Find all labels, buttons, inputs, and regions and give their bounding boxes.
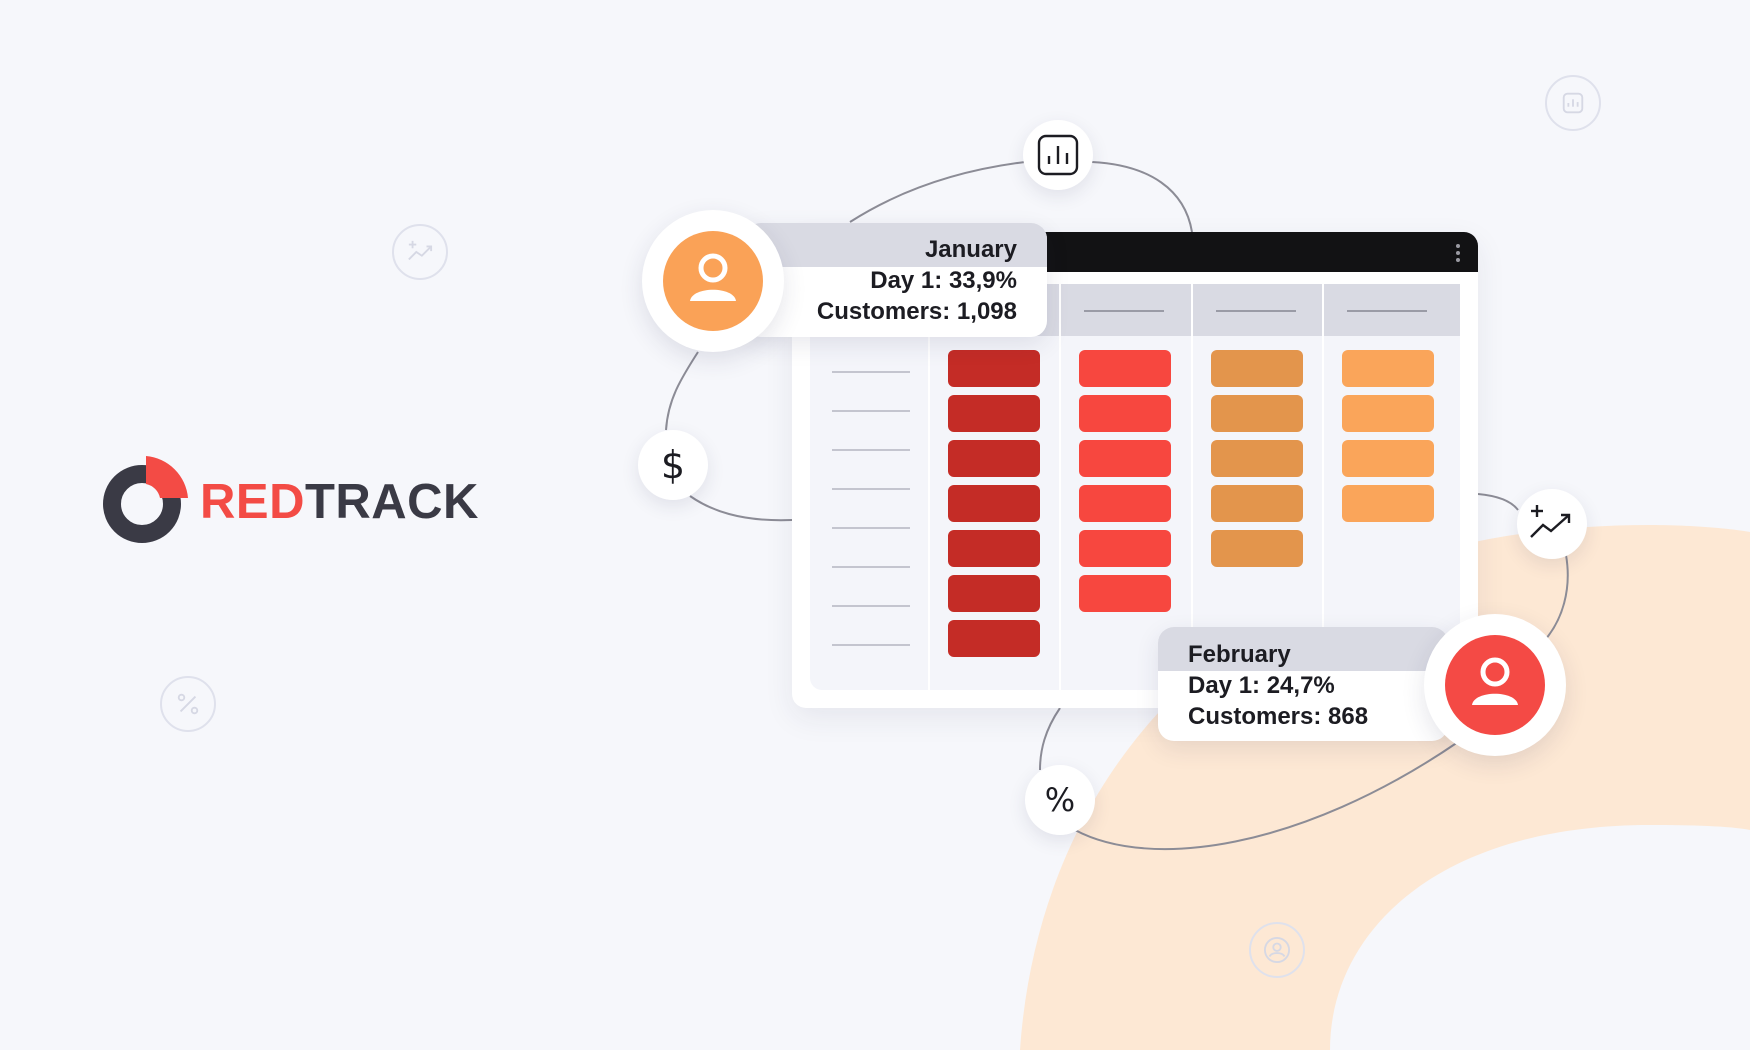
cohort-cell <box>1079 440 1171 477</box>
connector-line <box>1091 161 1193 233</box>
connector-line <box>849 161 1026 223</box>
cohort-cell <box>948 620 1040 657</box>
cohort-day1-february: Day 1: 24,7% <box>1188 672 1335 699</box>
connector-line <box>1477 493 1519 511</box>
cohort-cell <box>1211 440 1303 477</box>
dollar-node[interactable]: $ <box>638 430 708 500</box>
percent-node[interactable]: % <box>1025 765 1095 835</box>
cohort-cell <box>1079 575 1171 612</box>
cohort-cell <box>1342 485 1434 522</box>
user-icon <box>690 253 736 301</box>
cohort-cell <box>1342 440 1434 477</box>
cohort-month-february: February <box>1188 641 1291 668</box>
cohort-cell <box>1211 395 1303 432</box>
cohort-day1-january: Day 1: 33,9% <box>870 267 1017 294</box>
svg-text:%: % <box>1045 781 1075 819</box>
cohort-cell <box>1211 350 1303 387</box>
cohort-cell <box>1079 485 1171 522</box>
svg-text:$: $ <box>661 443 685 487</box>
cohort-cell <box>1079 530 1171 567</box>
ghost-trend-up-icon <box>392 224 448 280</box>
cohort-cell <box>1342 395 1434 432</box>
connector-line <box>689 495 793 522</box>
cohort-card-january <box>745 223 1047 337</box>
cohort-cell <box>948 440 1040 477</box>
cohort-cell <box>1211 530 1303 567</box>
connector-line <box>1074 741 1459 850</box>
ghost-percent-icon <box>160 676 216 732</box>
background-arc <box>1020 525 1750 1050</box>
connector-line <box>665 351 699 431</box>
kebab-menu-icon[interactable] <box>1456 244 1460 265</box>
cohort-cell <box>1079 350 1171 387</box>
dollar-icon: $ <box>661 443 685 487</box>
redtrack-logo-mark <box>103 456 188 543</box>
card-header <box>745 223 1047 267</box>
cohort-customers-january: Customers: 1,098 <box>816 298 1017 325</box>
cohort-cell <box>948 485 1040 522</box>
connector-line <box>1039 707 1061 771</box>
cohort-cell <box>948 350 1040 387</box>
brand-name: REDTRACK <box>200 478 479 527</box>
cohort-customers-february: Customers: 868 <box>1188 703 1369 730</box>
connector-line <box>1544 554 1569 641</box>
user-icon <box>1472 657 1518 705</box>
cohort-cell <box>1079 395 1171 432</box>
chart-icon <box>1037 134 1079 176</box>
chart-node[interactable] <box>1023 120 1093 190</box>
cohort-cell <box>1211 485 1303 522</box>
percent-icon: % <box>1045 781 1075 819</box>
avatar-january <box>663 231 763 331</box>
trend-up-node[interactable] <box>1517 489 1587 559</box>
cohort-cell <box>1342 350 1434 387</box>
trend-up-icon <box>1530 505 1571 538</box>
cohort-cell <box>948 530 1040 567</box>
cohort-card-february <box>1158 627 1448 741</box>
brand-name-red: RED <box>200 475 305 529</box>
brand-name-dark: TRACK <box>304 475 479 529</box>
avatar-february <box>1445 635 1545 735</box>
cohort-table <box>810 284 1460 690</box>
ghost-user-icon <box>1249 922 1305 978</box>
redtrack-logo: REDTRACK <box>102 456 502 546</box>
cohort-cell <box>948 395 1040 432</box>
cohort-cell <box>948 575 1040 612</box>
ghost-chart-icon <box>1545 75 1601 131</box>
card-header <box>1158 627 1448 671</box>
cohort-month-january: January <box>924 236 1017 263</box>
